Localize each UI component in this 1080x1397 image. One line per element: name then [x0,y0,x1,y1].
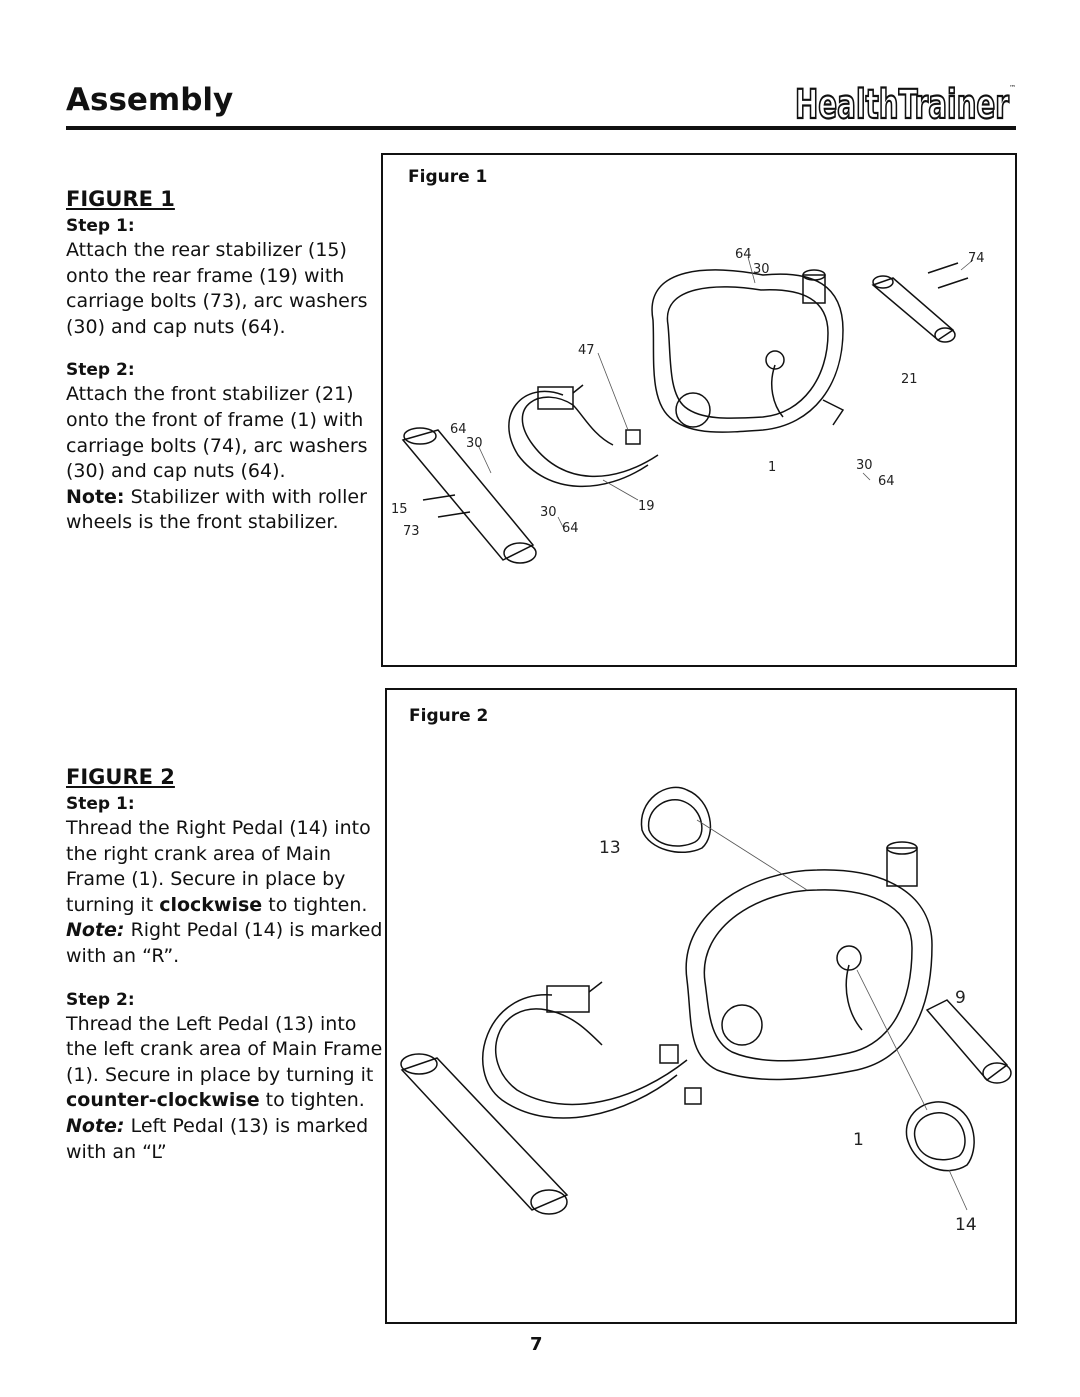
figure2-step1-text: Thread the Right Pedal (14) into the rig… [66,816,384,918]
figure2-note2: Note: Left Pedal (13) is marked with an … [66,1114,384,1165]
svg-text:™: ™ [1009,84,1016,92]
page-number: 7 [530,1334,543,1355]
figure2-step1-text-a: Thread the Right Pedal (14) into the rig… [66,817,371,916]
figure2-heading: FIGURE 2 [66,765,175,789]
callout-15: 15 [391,502,408,517]
callout-30-top: 30 [753,262,770,277]
figure1-box-title: Figure 1 [408,167,488,187]
callout-14: 14 [955,1215,977,1235]
healthtrainer-logo: HealthTrainer ™ [795,81,1016,124]
callout-13: 13 [599,838,621,858]
figure2-note1-label: Note: [66,919,125,942]
callout-19: 19 [638,499,655,514]
figure1-step1-label: Step 1: [66,216,135,236]
figure2-diagram-box: Figure 2 [385,688,1017,1324]
figure1-step2-text: Attach the front stabilizer (21) onto th… [66,383,368,483]
figure2-step1-text-b: to tighten. [262,893,368,916]
callout-74: 74 [968,251,985,266]
callout-64-front: 64 [878,474,895,489]
figure2-note2-text: Left Pedal (13) is marked with an “L” [66,1114,369,1163]
callout-30-front: 30 [856,458,873,473]
callout-30-rear: 30 [466,436,483,451]
figure1-note-label: Note: [66,485,125,508]
figure1-step1-text: Attach the rear stabilizer (15) onto the… [66,239,368,338]
figure2-step2-text: Thread the Left Pedal (13) into the left… [66,1012,384,1114]
callout-73: 73 [403,524,420,539]
callout-30-bottom: 30 [540,505,557,520]
callout-47: 47 [578,343,595,358]
callout-64-bottom: 64 [562,521,579,536]
figure2-step1-bold: clockwise [159,893,263,916]
figure2-step2-label: Step 2: [66,989,135,1010]
figure2-box-title: Figure 2 [409,706,489,726]
figure2-step1-label: Step 1: [66,794,135,814]
figure2-step2-text-a: Thread the Left Pedal (13) into the left… [66,1012,383,1086]
figure2-callouts: 13 9 1 14 [599,838,977,1235]
figure2-instructions: FIGURE 2 Step 1: Thread the Right Pedal … [66,764,384,1165]
figure1-heading: FIGURE 1 [66,187,175,211]
callout-9: 9 [955,988,966,1008]
page-title: Assembly [66,82,234,118]
callout-1: 1 [768,460,776,475]
callout-64-rear: 64 [450,422,467,437]
figure1-diagram-box: Figure 1 [381,153,1017,667]
callout-21: 21 [901,372,918,387]
figure2-step2-text-b: to tighten. [259,1089,365,1112]
figure1-note: Note: Stabilizer with with roller wheels… [66,485,384,536]
callout-64-top: 64 [735,247,752,262]
header-rule [66,126,1016,130]
figure2-step2-bold: counter-clockwise [66,1089,260,1112]
figure2-note1-text: Right Pedal (14) is marked with an “R”. [66,919,383,967]
callout-1: 1 [853,1130,864,1150]
figure2-note2-label: Note: [66,1114,125,1137]
figure2-exploded-diagram: 13 9 1 14 [400,786,1012,1235]
figure2-note1: Note: Right Pedal (14) is marked with an… [66,918,384,969]
figure1-callouts: 64 30 74 47 21 64 30 1 30 64 15 30 19 73… [391,247,985,539]
figure1-exploded-diagram: 64 30 74 47 21 64 30 1 30 64 15 30 19 73… [391,247,985,564]
figure1-note-text: Stabilizer with with roller wheels is th… [66,485,367,534]
figure1-step2-label: Step 2: [66,360,135,381]
svg-text:HealthTrainer: HealthTrainer [795,82,1009,124]
figure1-instructions: FIGURE 1 Step 1: Attach the rear stabili… [66,186,384,536]
